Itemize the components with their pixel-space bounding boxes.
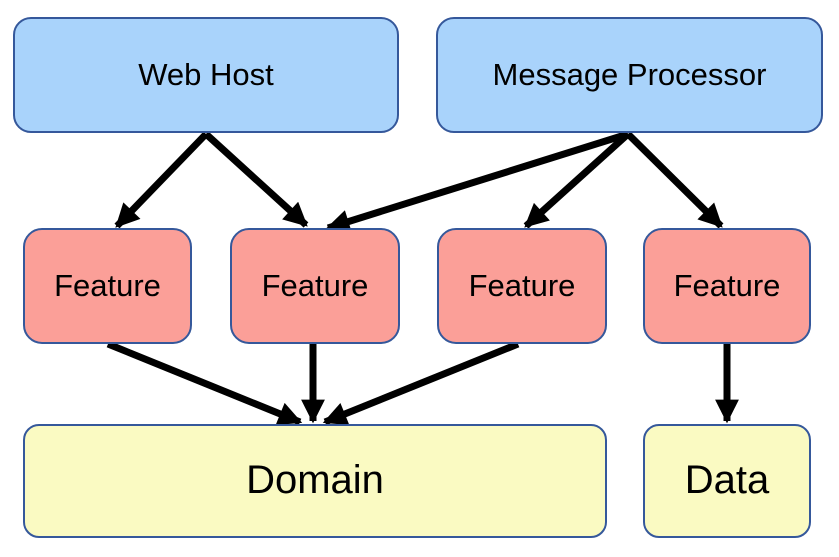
node-web-host: Web Host (13, 17, 399, 133)
node-label-feature-3: Feature (468, 267, 576, 303)
node-label-feature-2: Feature (261, 267, 369, 303)
arrow-message-processor-to-feature-3 (523, 131, 631, 229)
node-label-domain: Domain (246, 458, 384, 502)
arrow-feature-3-to-domain (322, 340, 520, 426)
node-feature-3: Feature (437, 228, 607, 344)
node-label-message-processor: Message Processor (492, 56, 767, 92)
arrow-web-host-to-feature-1 (114, 131, 209, 229)
node-domain: Domain (23, 424, 607, 538)
arrow-web-host-to-feature-2 (203, 131, 309, 228)
arrow-feature-1-to-domain (106, 340, 303, 426)
node-feature-1: Feature (23, 228, 192, 344)
arrow-message-processor-to-feature-2 (325, 130, 630, 233)
node-feature-2: Feature (230, 228, 400, 344)
node-label-web-host: Web Host (138, 56, 274, 92)
node-data: Data (643, 424, 811, 538)
node-label-feature-1: Feature (54, 267, 161, 303)
node-label-feature-4: Feature (673, 267, 781, 303)
arrow-message-processor-to-feature-4 (625, 131, 724, 229)
node-feature-4: Feature (643, 228, 811, 344)
node-label-data: Data (684, 458, 770, 502)
node-message-processor: Message Processor (436, 17, 823, 133)
